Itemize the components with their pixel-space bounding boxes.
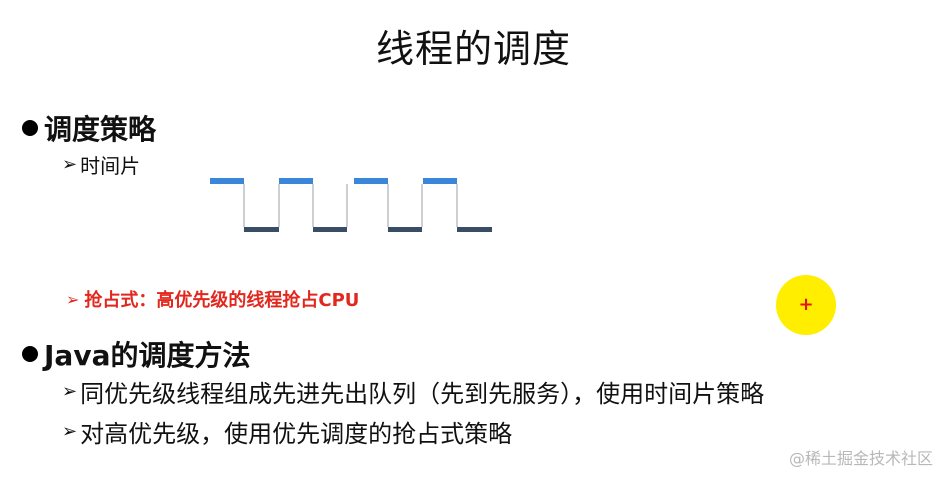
section1-item1: 时间片	[80, 154, 141, 178]
bullet-icon	[22, 120, 38, 136]
wave-low-segment	[244, 227, 279, 232]
section1-item1-row: ➢ 时间片	[62, 150, 140, 179]
time-slice-waveform	[210, 178, 492, 232]
wave-low-segment	[313, 227, 347, 232]
arrow-icon: ➢	[62, 421, 78, 442]
arrow-icon: ➢	[66, 289, 80, 309]
section1-item2-label: 抢占式：	[84, 290, 157, 311]
watermark: @稀土掘金技术社区	[788, 449, 933, 468]
section2-heading-row: Java的调度方法	[22, 334, 250, 374]
section1-heading-row: 调度策略	[22, 108, 156, 148]
slide-title: 线程的调度	[375, 27, 571, 71]
section2-heading: Java的调度方法	[44, 339, 251, 372]
section2-item1-row: ➢ 同优先级线程组成先进先出队列（先到先服务），使用时间片策略	[62, 374, 764, 409]
wave-high-segment	[210, 178, 244, 184]
section2-item2: 对高优先级，使用优先调度的抢占式策略	[80, 420, 513, 448]
cursor-highlight: +	[776, 275, 836, 335]
wave-high-segment	[423, 178, 457, 184]
wave-high-segment	[279, 178, 313, 184]
wave-high-segment	[354, 178, 388, 184]
arrow-icon: ➢	[62, 154, 78, 175]
section1-heading: 调度策略	[44, 113, 157, 146]
bullet-icon	[22, 346, 38, 362]
arrow-icon: ➢	[62, 381, 78, 402]
section2-item2-row: ➢ 对高优先级，使用优先调度的抢占式策略	[62, 414, 512, 449]
section1-item2-text: 高优先级的线程抢占CPU	[156, 290, 360, 311]
section2-item1: 同优先级线程组成先进先出队列（先到先服务），使用时间片策略	[80, 380, 765, 408]
cursor-plus-icon: +	[798, 294, 814, 315]
section1-item2-row: ➢ 抢占式： 高优先级的线程抢占CPU	[66, 286, 359, 312]
wave-low-segment	[388, 227, 422, 232]
wave-low-segment	[457, 227, 492, 232]
